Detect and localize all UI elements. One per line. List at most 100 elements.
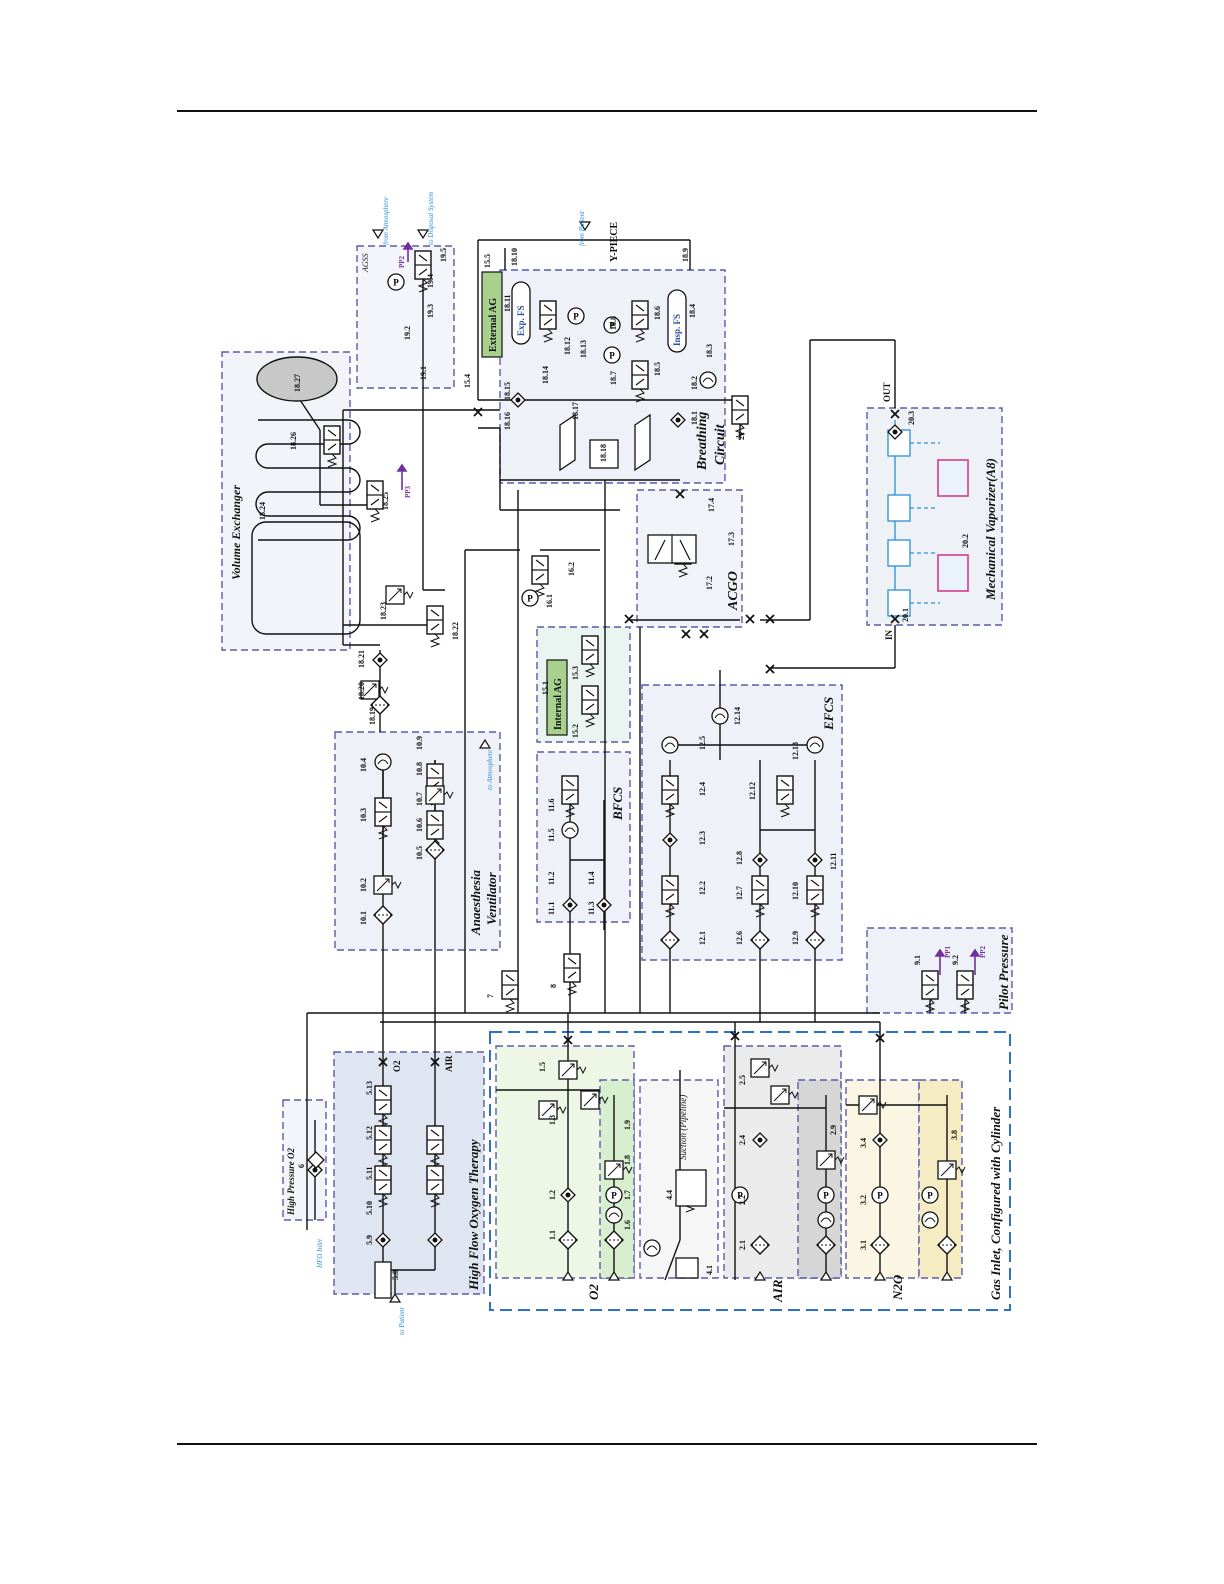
id-20-3: 20.3 (907, 411, 916, 425)
label-from-patient: from Patient (578, 210, 586, 246)
bottom-rule (177, 1443, 1037, 1445)
id-18-21: 18.21 (357, 650, 366, 668)
id-16-2: 16.2 (567, 562, 576, 576)
id-18-15: 18.15 (503, 382, 512, 400)
id-1-6: 1.6 (623, 1220, 632, 1230)
gas-inlet-frame (489, 1031, 1011, 1311)
id-1-8: 1.8 (623, 1155, 632, 1165)
id-4-4: 4.4 (665, 1190, 674, 1200)
label-hfot-air: AIR (444, 1055, 454, 1072)
id-2-2: 2.2 (738, 1195, 747, 1205)
id-12-8: 12.8 (735, 851, 744, 865)
id-10-7: 10.7 (415, 792, 424, 806)
id-19-3: 19.3 (426, 304, 435, 318)
id-17-3: 17.3 (727, 532, 736, 546)
id-12-2: 12.2 (698, 881, 707, 895)
id-12-14: 12.14 (733, 707, 742, 725)
id-18-6: 18.6 (653, 306, 662, 320)
id-1-7: 1.7 (623, 1190, 632, 1200)
label-anaesthesia-ventilator-line1: Anaesthesia (468, 869, 483, 936)
id-9-1: 9.1 (913, 955, 922, 965)
hfot-frame (333, 1051, 485, 1295)
id-10-6: 10.6 (415, 818, 424, 832)
label-internal-ag: Internal AG (553, 678, 564, 730)
id-10-3: 10.3 (359, 808, 368, 822)
insp-fs-block (667, 289, 687, 353)
internal-ag-block (546, 659, 568, 736)
id-18-26: 18.26 (289, 432, 298, 450)
label-pp2: PP2 (979, 945, 987, 958)
id-3-4: 3.4 (859, 1138, 868, 1148)
top-rule (177, 110, 1037, 112)
id-2-4: 2.4 (738, 1135, 747, 1145)
id-11-2: 11.2 (547, 871, 556, 885)
id-17-2: 17.2 (705, 576, 714, 590)
id-18-23: 18.23 (379, 602, 388, 620)
label-acgo: ACGO (726, 571, 741, 611)
id-12-6: 12.6 (735, 931, 744, 945)
id-16-1: 16.1 (545, 594, 554, 608)
label-breathing-circuit-line2: Circuit (713, 423, 728, 465)
label-pilot-pressure: Pilot Pressure (996, 934, 1011, 1010)
id-11-5: 11.5 (547, 828, 556, 842)
id-5-11: 5.11 (365, 1166, 374, 1180)
label-pp1: PP1 (944, 945, 952, 958)
label-external-ag: External AG (488, 298, 499, 352)
label-bfcs: BFCS (610, 787, 625, 821)
id-18-16: 18.16 (503, 412, 512, 430)
id-12-13: 12.13 (791, 742, 800, 760)
id-18-17: 18.17 (571, 402, 580, 420)
id-18-22: 18.22 (451, 622, 460, 640)
ventilator-frame (334, 731, 501, 951)
label-breathing-circuit-line1: Breathing (695, 412, 710, 471)
id-2-1: 2.1 (738, 1240, 747, 1250)
efcs-frame (641, 684, 843, 961)
id-18-4: 18.4 (688, 304, 697, 318)
id-18-20: 18.20 (357, 682, 366, 700)
id-17-4: 17.4 (707, 498, 716, 512)
agss-frame (356, 245, 455, 389)
id-19-1: 19.1 (419, 366, 428, 380)
id-11-1: 11.1 (547, 901, 556, 915)
id-12-11: 12.11 (829, 852, 838, 870)
volume-exchanger-coil (255, 419, 361, 541)
id-1-3: 1.3 (548, 1115, 557, 1125)
breathing-circuit-frame (499, 269, 726, 484)
id-3-8: 3.8 (950, 1130, 959, 1140)
id-18-3: 18.3 (705, 344, 714, 358)
id-18-12: 18.12 (563, 337, 572, 355)
id-12-1: 12.1 (698, 931, 707, 945)
high-pressure-o2-frame (282, 1099, 327, 1221)
label-suction: Suction (Pipeline) (678, 1095, 688, 1160)
id-19-4: 19.4 (426, 274, 435, 288)
id-2-5: 2.5 (738, 1075, 747, 1085)
id-18-24: 18.24 (258, 502, 267, 520)
id-1-9: 1.9 (623, 1120, 632, 1130)
id-1-5: 1.5 (538, 1062, 547, 1072)
id-20-1: 20.1 (901, 608, 910, 622)
bfcs-frame (536, 751, 631, 923)
id-3-1: 3.1 (859, 1240, 868, 1250)
id-2-9: 2.9 (829, 1125, 838, 1135)
vaporizer-chamber-1 (937, 459, 969, 497)
id-18-2: 18.2 (690, 376, 699, 390)
label-insp-fs: Insp. FS (672, 314, 682, 346)
id-15-5: 15.5 (483, 254, 492, 268)
label-o2: O2 (586, 1284, 601, 1300)
id-18-1: 18.1 (690, 411, 699, 425)
label-in: IN (884, 629, 894, 640)
label-hfo-inlet: HFO Inlet (316, 1238, 324, 1269)
id-18-10: 18.10 (510, 248, 519, 266)
id-10-8: 10.8 (415, 762, 424, 776)
label-hfot-o2: O2 (392, 1060, 402, 1072)
id-11-3: 11.3 (587, 901, 596, 915)
id-10-4: 10.4 (359, 758, 368, 772)
id-5-10: 5.10 (365, 1201, 374, 1215)
id-12-3: 12.3 (698, 831, 707, 845)
id-6: 6 (297, 1164, 306, 1168)
id-15-4: 15.4 (463, 374, 472, 388)
label-to-disposal: to Disposal System (427, 192, 435, 245)
id-5-9: 5.9 (365, 1235, 374, 1245)
reservoir-bag (256, 356, 338, 402)
